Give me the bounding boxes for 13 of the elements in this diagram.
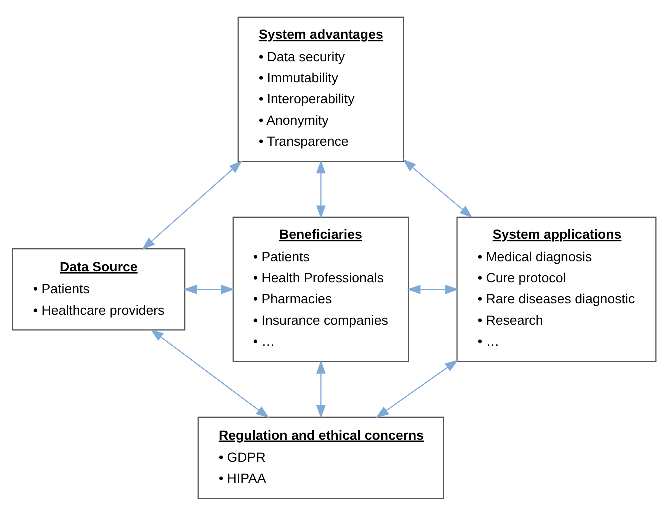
arrow: [316, 160, 326, 219]
arrow: [184, 284, 235, 294]
arrow: [142, 160, 243, 250]
arrow: [376, 360, 459, 418]
node-box: Beneficiaries • Patients • Health Professionals • Pharmacies • Insurance companies • …: [232, 216, 410, 362]
node-box: Regulation and ethical concerns • GDPR • HIPAA: [198, 416, 444, 499]
arrow: [407, 284, 459, 294]
node-box: Data Source • Patients • Healthcare providers: [12, 248, 186, 330]
arrow: [150, 328, 270, 418]
node-box: System applications • Medical diagnosis • Cure protocol • Rare diseases diagnostic • Research • …: [456, 216, 657, 362]
node-box: System advantages • Data security • Immutability • Interoperability • Anonymity • Transparence: [238, 16, 404, 162]
arrow: [402, 158, 473, 218]
arrow: [316, 360, 326, 418]
